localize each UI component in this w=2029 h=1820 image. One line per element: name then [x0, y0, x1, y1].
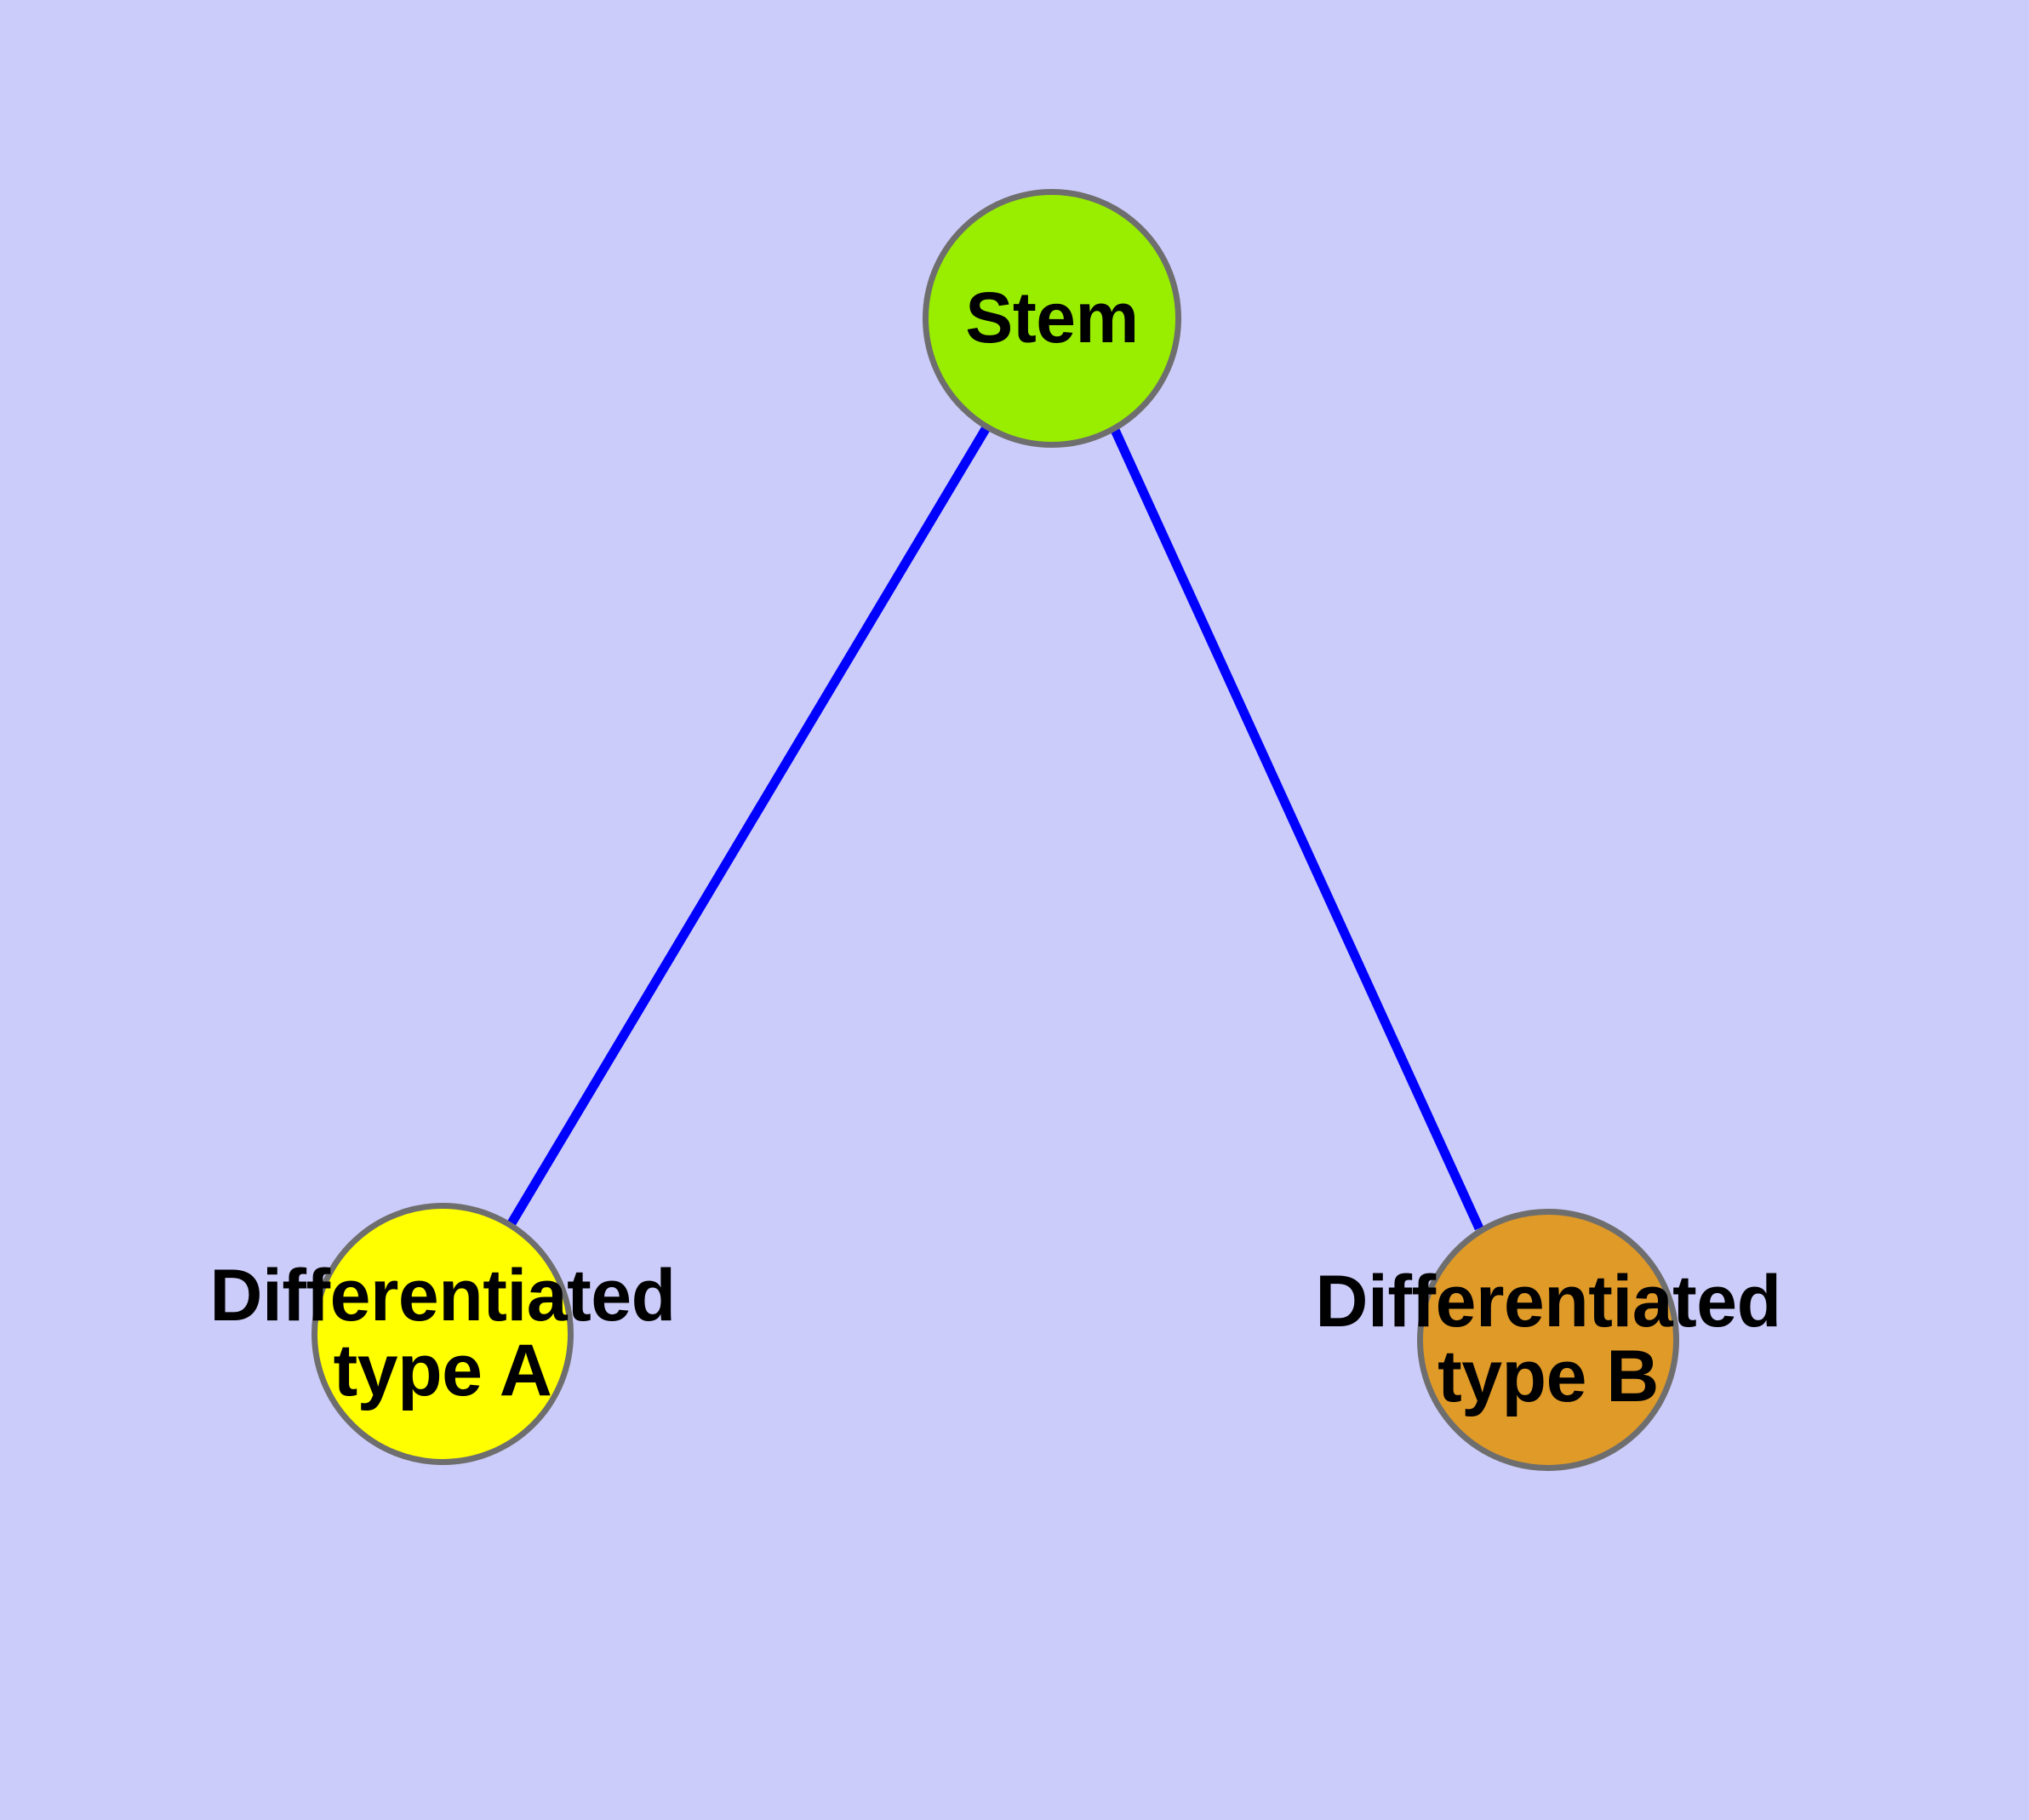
edges-group	[507, 426, 1484, 1231]
node-diff_a[interactable]	[311, 1203, 574, 1465]
node-stem[interactable]	[923, 189, 1181, 448]
edge-stem-to-diff_b[interactable]	[1110, 427, 1484, 1231]
edge-stem-to-diff_a[interactable]	[507, 426, 990, 1226]
node-diff_b[interactable]	[1417, 1209, 1679, 1471]
